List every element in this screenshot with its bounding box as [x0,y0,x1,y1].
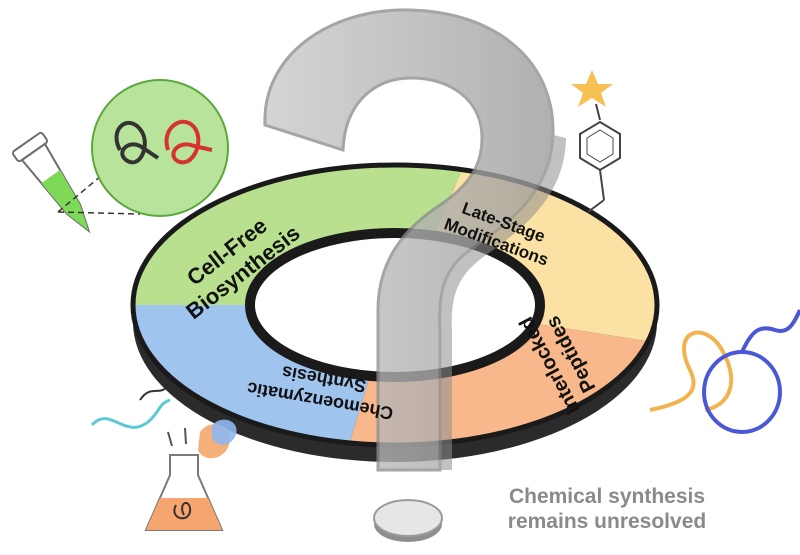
interlocked-loops-icon [649,309,800,434]
caption-line-2: remains unresolved [507,510,707,533]
magnified-loop-peptides-icon [91,79,229,217]
flask-icon [90,387,237,531]
ring-segment-chemoenzymatic [133,305,370,443]
ring-segment-cell-free [133,165,463,305]
question-mark-icon [263,8,566,472]
question-dot-icon [373,499,443,542]
caption: Chemical synthesis remains unresolved [442,484,772,534]
star-molecule-icon [571,70,621,213]
eppendorf-tube-icon [12,131,100,239]
caption-line-1: Chemical synthesis [508,485,706,508]
